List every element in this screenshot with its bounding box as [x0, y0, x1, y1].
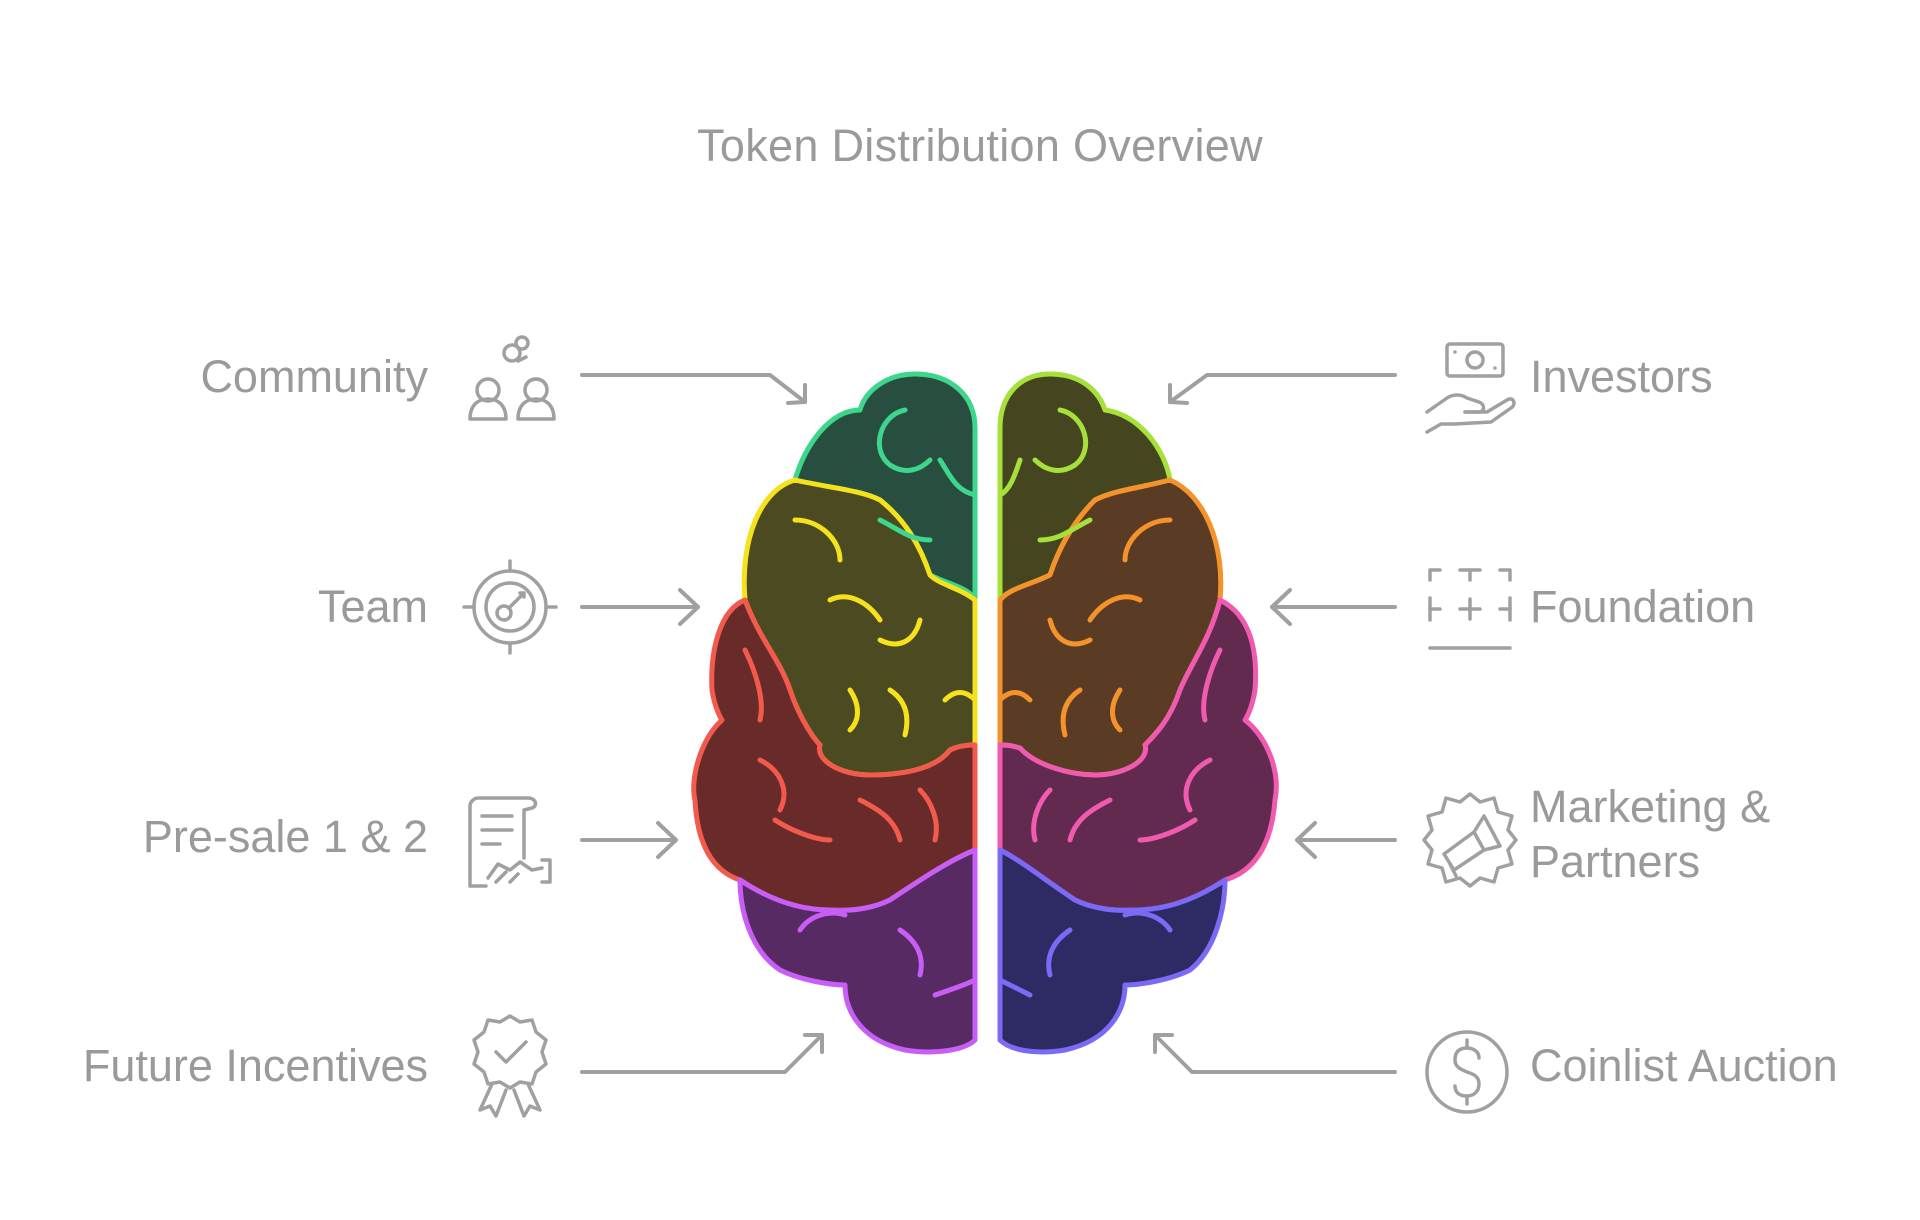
- contract-handshake-icon: [468, 796, 552, 888]
- label-future-incentives: Future Incentives: [82, 1040, 428, 1091]
- community-icon: [468, 335, 556, 421]
- brain-region-future: [737, 847, 978, 1055]
- label-investors: Investors: [1530, 351, 1713, 402]
- label-marketing-line2: Partners: [1530, 836, 1701, 887]
- brain-right-hemisphere: [997, 371, 1279, 1055]
- arrow-coinlist: [1153, 1033, 1397, 1074]
- connector-arrows: [580, 373, 1397, 1074]
- foundation-grid-icon: [1428, 568, 1512, 650]
- diagram-title: Token Distribution Overview: [697, 120, 1263, 171]
- arrow-investors: [1168, 373, 1397, 404]
- megaphone-badge-icon: [1422, 792, 1518, 888]
- money-hand-icon: [1425, 342, 1516, 434]
- label-coinlist-auction: Coinlist Auction: [1530, 1040, 1838, 1091]
- dollar-coin-icon: [1425, 1030, 1509, 1114]
- label-foundation: Foundation: [1530, 581, 1756, 632]
- arrow-community: [580, 373, 807, 404]
- label-team: Team: [317, 581, 428, 632]
- award-badge-icon: [472, 1014, 548, 1118]
- target-icon: [462, 559, 558, 655]
- arrow-future: [580, 1033, 824, 1074]
- label-presale: Pre-sale 1 & 2: [142, 811, 428, 862]
- label-marketing-line1: Marketing &: [1530, 781, 1771, 832]
- label-community: Community: [200, 351, 428, 402]
- brain-region-coinlist: [997, 847, 1228, 1055]
- brain-left-hemisphere: [691, 371, 978, 1055]
